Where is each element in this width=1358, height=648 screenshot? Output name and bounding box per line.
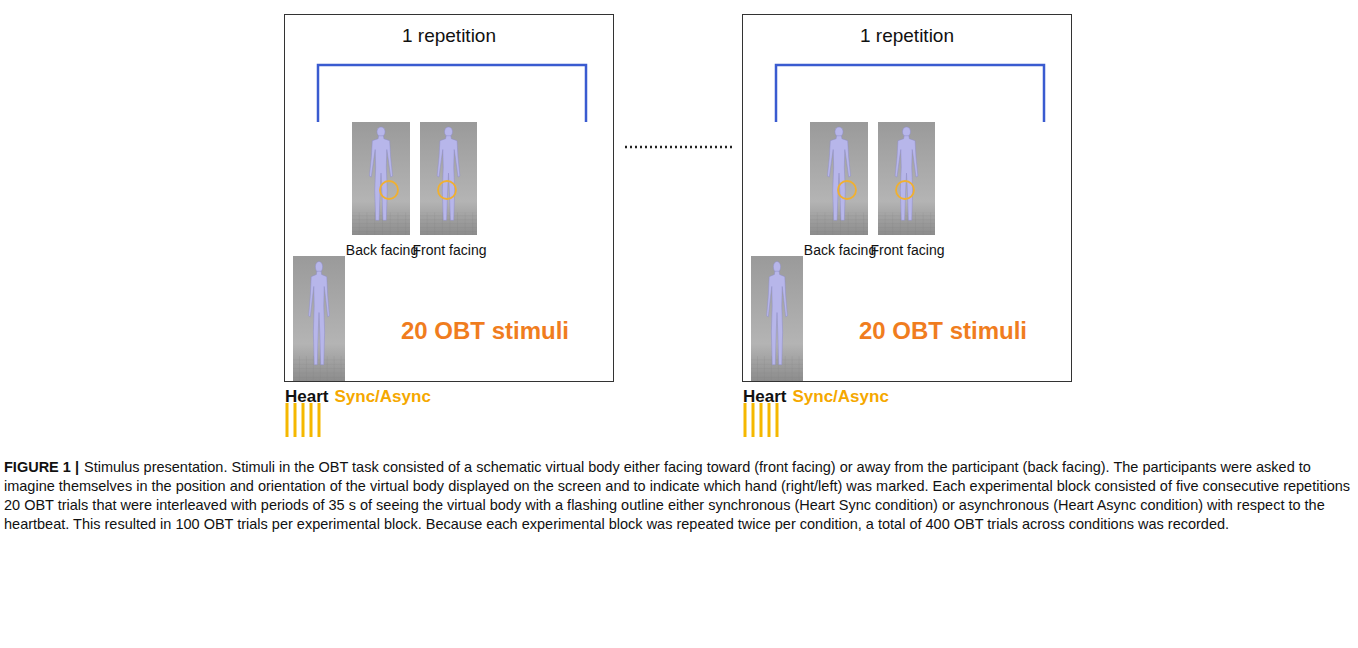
view-label: Front facing [413, 242, 487, 258]
body-figure [751, 256, 803, 381]
condition-heading: Heart Sync/Async [743, 387, 889, 407]
heartbeat-bars [287, 403, 319, 437]
caption-block: FIGURE 1 |Stimulus presentation. Stimuli… [4, 458, 1352, 534]
body-figure [810, 122, 868, 235]
heartbeat-bars [745, 403, 777, 437]
condition-heading: Heart Sync/Async [285, 387, 431, 407]
hand-marker [438, 181, 456, 199]
repetition-bracket [776, 65, 1044, 122]
sync-word: Sync/Async [792, 387, 888, 406]
body-figure-frame: Back facing [353, 123, 411, 236]
hand-marker [838, 181, 856, 199]
ellipsis-dots [625, 146, 733, 149]
panel-title: 1 repetition [743, 25, 1071, 47]
stimulus-count: 20 OBT stimuli [859, 317, 1027, 345]
heart-word: Heart [285, 387, 328, 406]
repetition-panel: 1 repetition20 OBT stimuliHeartSync/Asyn… [742, 14, 1072, 382]
view-label: Back facing [346, 242, 418, 258]
repetition-bracket [318, 65, 586, 122]
body-figure [420, 122, 477, 235]
panel-title: 1 repetition [285, 25, 613, 47]
view-label: Back facing [804, 242, 876, 258]
heart-word: Heart [743, 387, 786, 406]
hand-marker [896, 181, 914, 199]
body-figure [293, 256, 345, 381]
view-label: Front facing [871, 242, 945, 258]
stimulus-count: 20 OBT stimuli [401, 317, 569, 345]
caption-text: Stimulus presentation. Stimuli in the OB… [4, 459, 1350, 532]
repetition-panel: 1 repetition20 OBT stimuliHeartSync/Asyn… [284, 14, 614, 382]
hand-marker [380, 181, 398, 199]
body-figure [878, 122, 935, 235]
body-figure [352, 122, 410, 235]
sync-word: Sync/Async [334, 387, 430, 406]
figure-label: FIGURE 1 | [4, 459, 79, 475]
body-figure-frame: Front facing [421, 123, 478, 236]
body-figure-frame: Front facing [879, 123, 936, 236]
body-figure-frame: Back facing [811, 123, 869, 236]
